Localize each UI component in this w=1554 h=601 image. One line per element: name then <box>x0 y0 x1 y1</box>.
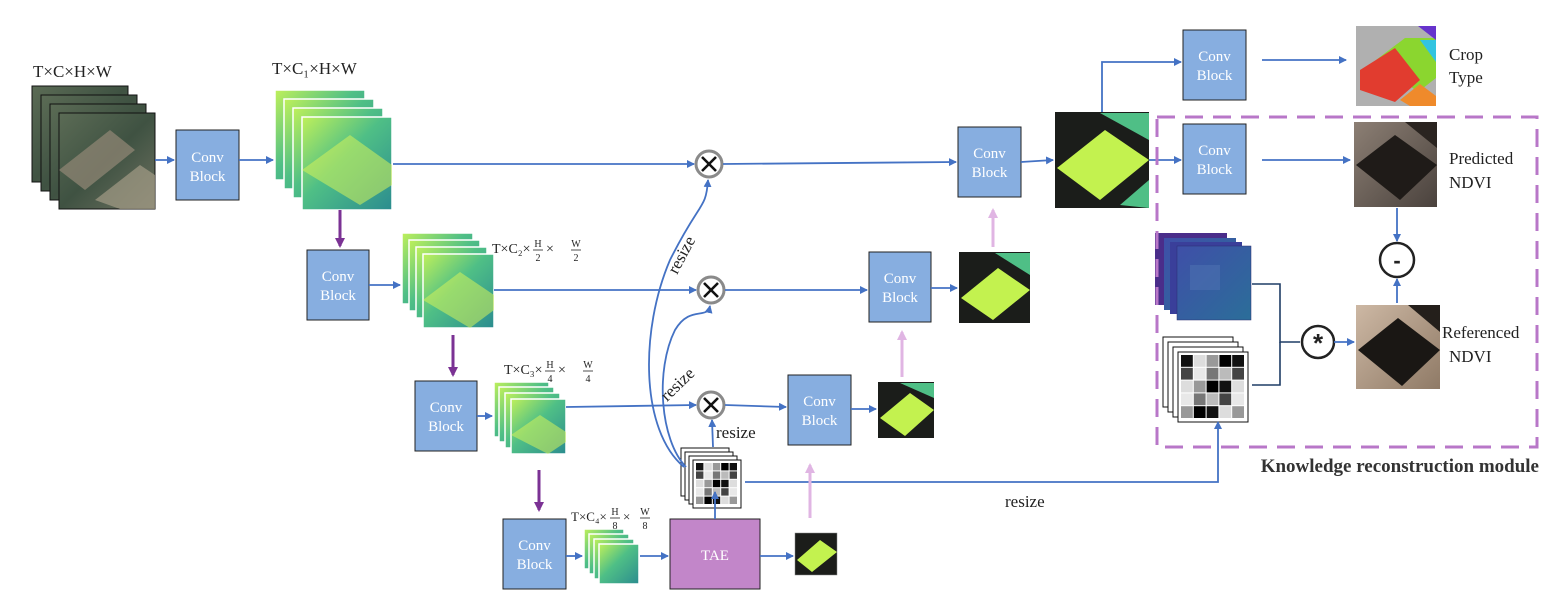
svg-text:H: H <box>546 360 553 371</box>
upsample-arrows <box>805 208 998 518</box>
multiply-circle-icon <box>696 275 726 305</box>
tae-output-map <box>794 532 838 576</box>
tae-block: TAE <box>669 518 761 590</box>
referenced-ndvi-label-line2: NDVI <box>1449 347 1492 366</box>
decoder-map-3 <box>1055 112 1149 208</box>
resize-label-1: resize <box>664 233 699 277</box>
connector-lines <box>1252 283 1300 386</box>
decoder-map-1 <box>878 382 934 438</box>
svg-text:Block: Block <box>320 288 356 304</box>
svg-text:H: H <box>534 239 541 250</box>
c2-dim-label: T×C₂× H 2 × W 2 <box>492 239 581 264</box>
svg-text:Conv: Conv <box>1198 143 1231 159</box>
referenced-ndvi-label-line1: Referenced <box>1442 323 1520 342</box>
input-dim-label: T×C×H×W <box>33 62 113 81</box>
svg-text:8: 8 <box>613 521 618 532</box>
conv-block-dec-1: Conv Block <box>787 374 852 446</box>
conv-block-dec-2: Conv Block <box>868 251 932 323</box>
predicted-ndvi-map <box>1354 122 1437 207</box>
resize-label-3: resize <box>716 423 756 442</box>
svg-text:Block: Block <box>428 419 464 435</box>
svg-text:Conv: Conv <box>803 394 836 410</box>
feature-stack-c4 <box>583 528 640 585</box>
svg-text:Block: Block <box>1197 162 1233 178</box>
svg-text:Conv: Conv <box>1198 49 1231 65</box>
svg-text:×: × <box>558 363 566 378</box>
predicted-ndvi-label-line2: NDVI <box>1449 173 1492 192</box>
svg-text:H: H <box>611 507 618 518</box>
svg-text:Block: Block <box>1197 68 1233 84</box>
conv-block-enc-2: Conv Block <box>306 249 370 321</box>
svg-text:-: - <box>1393 248 1400 273</box>
crop-type-label-line1: Crop <box>1449 45 1483 64</box>
svg-text:Block: Block <box>882 290 918 306</box>
svg-text:8: 8 <box>643 521 648 532</box>
svg-text:T×C₄×: T×C₄× <box>571 509 607 524</box>
svg-text:W: W <box>640 507 650 518</box>
crop-type-label-line2: Type <box>1449 68 1483 87</box>
conv-block-ndvi-head: Conv Block <box>1182 123 1247 195</box>
svg-text:4: 4 <box>548 374 553 385</box>
svg-text:2: 2 <box>574 253 579 264</box>
crop-type-map <box>1356 26 1436 106</box>
decoder-map-2 <box>959 252 1030 323</box>
flow-arrows <box>155 56 1401 560</box>
svg-text:W: W <box>583 360 593 371</box>
svg-text:TAE: TAE <box>701 548 729 564</box>
knowledge-module-title: Knowledge reconstruction module <box>1261 456 1539 477</box>
knowledge-module-border <box>1155 115 1539 449</box>
svg-text:T×C₃×: T×C₃× <box>504 363 543 378</box>
predicted-ndvi-label-line1: Predicted <box>1449 149 1514 168</box>
c1-dim-label: T×C₁×H×W <box>272 59 358 78</box>
svg-text:Conv: Conv <box>322 269 355 285</box>
svg-text:Conv: Conv <box>191 150 224 166</box>
resize-label-4: resize <box>1005 492 1045 511</box>
downsample-arrows <box>335 210 544 512</box>
svg-text:2: 2 <box>536 253 541 264</box>
module-attention-mask-stack <box>1162 336 1249 423</box>
multiply-circle-icon <box>694 149 724 179</box>
svg-text:Block: Block <box>802 413 838 429</box>
svg-text:×: × <box>546 242 554 257</box>
svg-text:Block: Block <box>190 169 226 185</box>
feature-stack-c1 <box>274 89 393 211</box>
svg-text:T×C₂×: T×C₂× <box>492 242 531 257</box>
svg-text:Conv: Conv <box>430 400 463 416</box>
svg-text:Conv: Conv <box>884 271 917 287</box>
conv-block-enc-1: Conv Block <box>175 129 240 201</box>
conv-block-dec-3: Conv Block <box>957 126 1022 198</box>
conv-block-crop-head: Conv Block <box>1182 29 1247 101</box>
svg-text:*: * <box>1313 328 1324 358</box>
feature-stack-c3 <box>493 381 567 455</box>
input-image-stack <box>31 85 156 210</box>
c3-dim-label: T×C₃× H 4 × W 4 <box>504 360 593 385</box>
feature-stack-c2 <box>401 232 495 329</box>
svg-text:Block: Block <box>517 557 553 573</box>
conv-block-enc-3: Conv Block <box>414 380 478 452</box>
svg-text:W: W <box>571 239 581 250</box>
svg-text:Conv: Conv <box>973 146 1006 162</box>
convolve-circle-icon: * <box>1300 324 1336 360</box>
multiply-circle-icon <box>696 390 726 420</box>
attention-mask-icon <box>680 447 742 509</box>
svg-text:Conv: Conv <box>518 538 551 554</box>
svg-text:4: 4 <box>586 374 591 385</box>
conv-block-enc-4: Conv Block <box>502 518 567 590</box>
referenced-ndvi-map <box>1356 305 1440 389</box>
resize-label-2: resize <box>657 364 699 405</box>
c4-dim-label: T×C₄× H 8 × W 8 <box>571 507 650 532</box>
svg-text:Block: Block <box>972 165 1008 181</box>
svg-text:×: × <box>623 509 630 524</box>
knowledge-feature-stack <box>1155 233 1252 321</box>
subtract-circle-icon: - <box>1378 241 1416 279</box>
